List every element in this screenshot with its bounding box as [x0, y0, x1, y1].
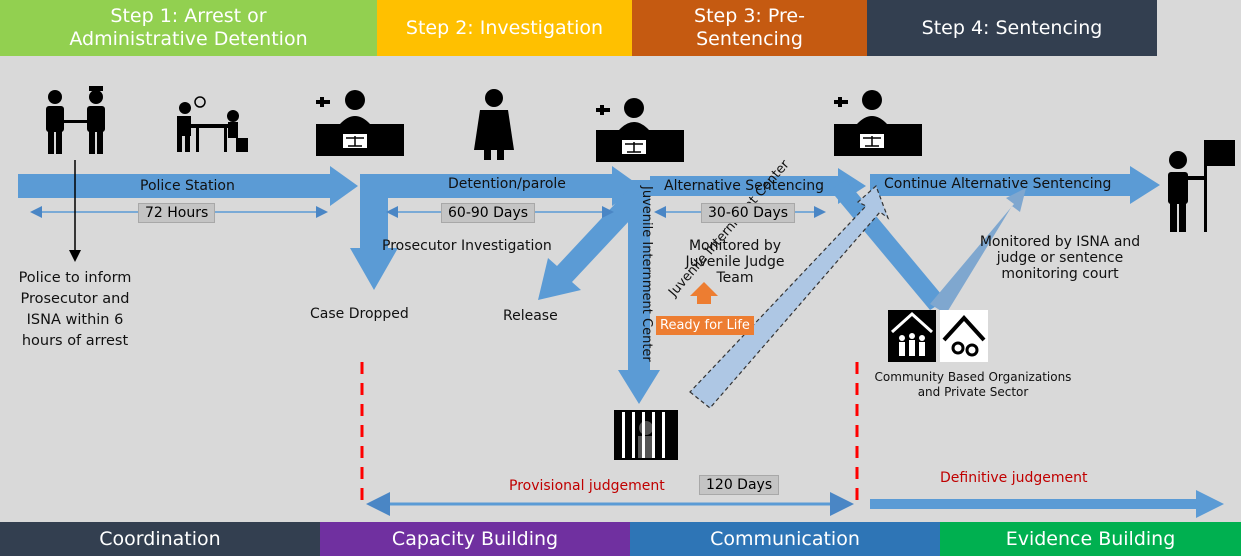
step-1-header: Step 1: Arrest or Administrative Detenti…: [0, 0, 377, 56]
ready-for-life-badge: Ready for Life: [656, 316, 754, 335]
provisional-label: Provisional judgement: [509, 478, 665, 494]
continue-alt-label: Continue Alternative Sentencing: [884, 176, 1112, 192]
police-station-label: Police Station: [140, 178, 235, 194]
definitive-label: Definitive judgement: [940, 470, 1088, 486]
monitored-isna-label: Monitored by ISNA and judge or sentence …: [979, 234, 1141, 282]
detention-parole-label: Detention/parole: [448, 176, 566, 192]
continue-alt-arrow: [870, 166, 1160, 204]
days-120-box: 120 Days: [699, 475, 780, 495]
step-4-header: Step 4: Sentencing: [867, 0, 1157, 56]
release-arrow: [538, 190, 645, 300]
monitored-juvenile-label: Monitored by Juvenile Judge Team: [685, 238, 785, 286]
ready-arrow: [690, 282, 718, 304]
pillar-communication: Communication: [630, 522, 940, 556]
flag-person-icon: [1168, 140, 1235, 232]
pillar-evidence-building: Evidence Building: [940, 522, 1241, 556]
judge-bench-icon-1: [316, 90, 404, 156]
community-down-arrow: [830, 180, 946, 310]
prosecutor-investigation-label: Prosecutor Investigation: [382, 238, 552, 254]
police-arrest-icon: [46, 86, 105, 154]
judge-bench-icon-3: [834, 90, 922, 156]
definitive-arrow: [870, 490, 1224, 518]
alt-sentencing-arrow: [650, 168, 866, 204]
juvenile-down-arrow: [618, 180, 660, 404]
detention-arrow: [350, 166, 640, 290]
police-inform-label: Police to inform Prosecutor and ISNA wit…: [18, 270, 132, 349]
juvenile-diag-arrow: [689, 184, 890, 409]
community-up-arrow: [930, 188, 1026, 314]
juvenile-center-down-label: Juvenile Internment Center: [639, 186, 654, 362]
case-dropped-label: Case Dropped: [310, 306, 409, 322]
community-label: Community Based Organizations and Privat…: [874, 370, 1072, 399]
pillar-coordination: Coordination: [0, 522, 320, 556]
investigation-desk-icon: [177, 96, 248, 152]
pillar-capacity-building: Capacity Building: [320, 522, 630, 556]
police-station-arrow: [18, 166, 358, 206]
prosecutor-icon: [474, 89, 514, 160]
step-3-header: Step 3: Pre-Sentencing: [632, 0, 867, 56]
step-2-header: Step 2: Investigation: [377, 0, 632, 56]
hours-72-box: 72 Hours: [138, 203, 216, 223]
community-icon: [888, 310, 988, 362]
days-60-90-box: 60-90 Days: [441, 203, 536, 223]
judge-bench-icon-2: [596, 98, 684, 162]
alt-sentencing-label: Alternative Sentencing: [664, 178, 824, 194]
release-label: Release: [503, 308, 558, 324]
prison-icon: [614, 410, 678, 460]
days-30-60-box: 30-60 Days: [701, 203, 796, 223]
